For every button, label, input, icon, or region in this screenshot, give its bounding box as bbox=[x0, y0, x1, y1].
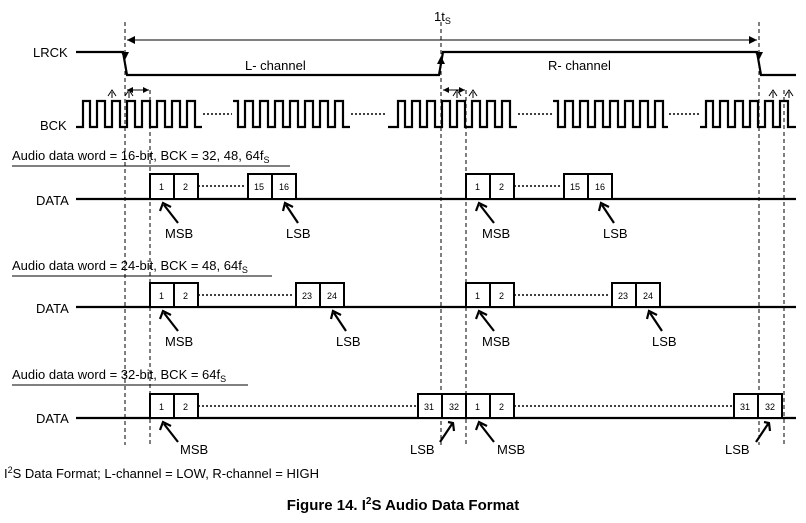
msb-label-r: MSB bbox=[482, 226, 510, 241]
bit-1-r: 1 bbox=[475, 182, 480, 192]
lsb-label-r: LSB bbox=[603, 226, 628, 241]
data-label-24bit: DATA bbox=[36, 301, 69, 316]
l-channel-label: L- channel bbox=[245, 58, 306, 73]
bck-waveform bbox=[76, 99, 796, 129]
bit-32-r: 32 bbox=[765, 402, 775, 412]
bit-31: 31 bbox=[424, 402, 434, 412]
bit-23-r: 23 bbox=[618, 291, 628, 301]
bit-31-r: 31 bbox=[740, 402, 750, 412]
bit-32: 32 bbox=[449, 402, 459, 412]
msb-label-r: MSB bbox=[482, 334, 510, 349]
bit-2-r: 2 bbox=[499, 402, 504, 412]
bit-23: 23 bbox=[302, 291, 312, 301]
lsb-label-r: LSB bbox=[725, 442, 750, 457]
bit-2: 2 bbox=[183, 291, 188, 301]
bit-1-r: 1 bbox=[475, 291, 480, 301]
r-channel-label: R- channel bbox=[548, 58, 611, 73]
bit-2-r: 2 bbox=[499, 291, 504, 301]
format-footnote: I2S Data Format; L-channel = LOW, R-chan… bbox=[4, 465, 319, 481]
guide-lines bbox=[124, 22, 785, 445]
format-32bit: Audio data word = 32-bit, BCK = 64fS DAT… bbox=[12, 367, 796, 457]
setup-time-markers bbox=[127, 87, 465, 93]
msb-label: MSB bbox=[165, 334, 193, 349]
bit-1: 1 bbox=[159, 182, 164, 192]
bit-2: 2 bbox=[183, 182, 188, 192]
msb-label-r: MSB bbox=[497, 442, 525, 457]
bit-2-r: 2 bbox=[499, 182, 504, 192]
bit-1-r: 1 bbox=[475, 402, 480, 412]
bit-1: 1 bbox=[159, 291, 164, 301]
period-indicator: 1tS bbox=[127, 9, 757, 44]
bit-15: 15 bbox=[254, 182, 264, 192]
lsb-label-r: LSB bbox=[652, 334, 677, 349]
lrck-waveform bbox=[76, 50, 796, 77]
bit-16-r: 16 bbox=[595, 182, 605, 192]
msb-label: MSB bbox=[165, 226, 193, 241]
format-32bit-description: Audio data word = 32-bit, BCK = 64fS bbox=[12, 367, 226, 384]
bit-24-r: 24 bbox=[643, 291, 653, 301]
period-label: 1tS bbox=[434, 9, 451, 26]
figure-caption: Figure 14. I2S Audio Data Format bbox=[287, 496, 520, 514]
lsb-label: LSB bbox=[410, 442, 435, 457]
format-24bit: Audio data word = 24-bit, BCK = 48, 64fS… bbox=[12, 258, 796, 349]
format-16bit-description: Audio data word = 16-bit, BCK = 32, 48, … bbox=[12, 148, 270, 165]
bit-2: 2 bbox=[183, 402, 188, 412]
lsb-label: LSB bbox=[286, 226, 311, 241]
bck-rising-edge-arrows bbox=[107, 89, 794, 98]
format-16bit: Audio data word = 16-bit, BCK = 32, 48, … bbox=[12, 148, 796, 241]
bck-label: BCK bbox=[40, 118, 67, 133]
format-24bit-description: Audio data word = 24-bit, BCK = 48, 64fS bbox=[12, 258, 248, 275]
lrck-edge-arrows bbox=[121, 52, 763, 64]
msb-label: MSB bbox=[180, 442, 208, 457]
bit-24: 24 bbox=[327, 291, 337, 301]
data-label-32bit: DATA bbox=[36, 411, 69, 426]
lsb-label: LSB bbox=[336, 334, 361, 349]
data-label-16bit: DATA bbox=[36, 193, 69, 208]
lrck-label: LRCK bbox=[33, 45, 68, 60]
bit-15-r: 15 bbox=[570, 182, 580, 192]
bit-16: 16 bbox=[279, 182, 289, 192]
bit-1: 1 bbox=[159, 402, 164, 412]
